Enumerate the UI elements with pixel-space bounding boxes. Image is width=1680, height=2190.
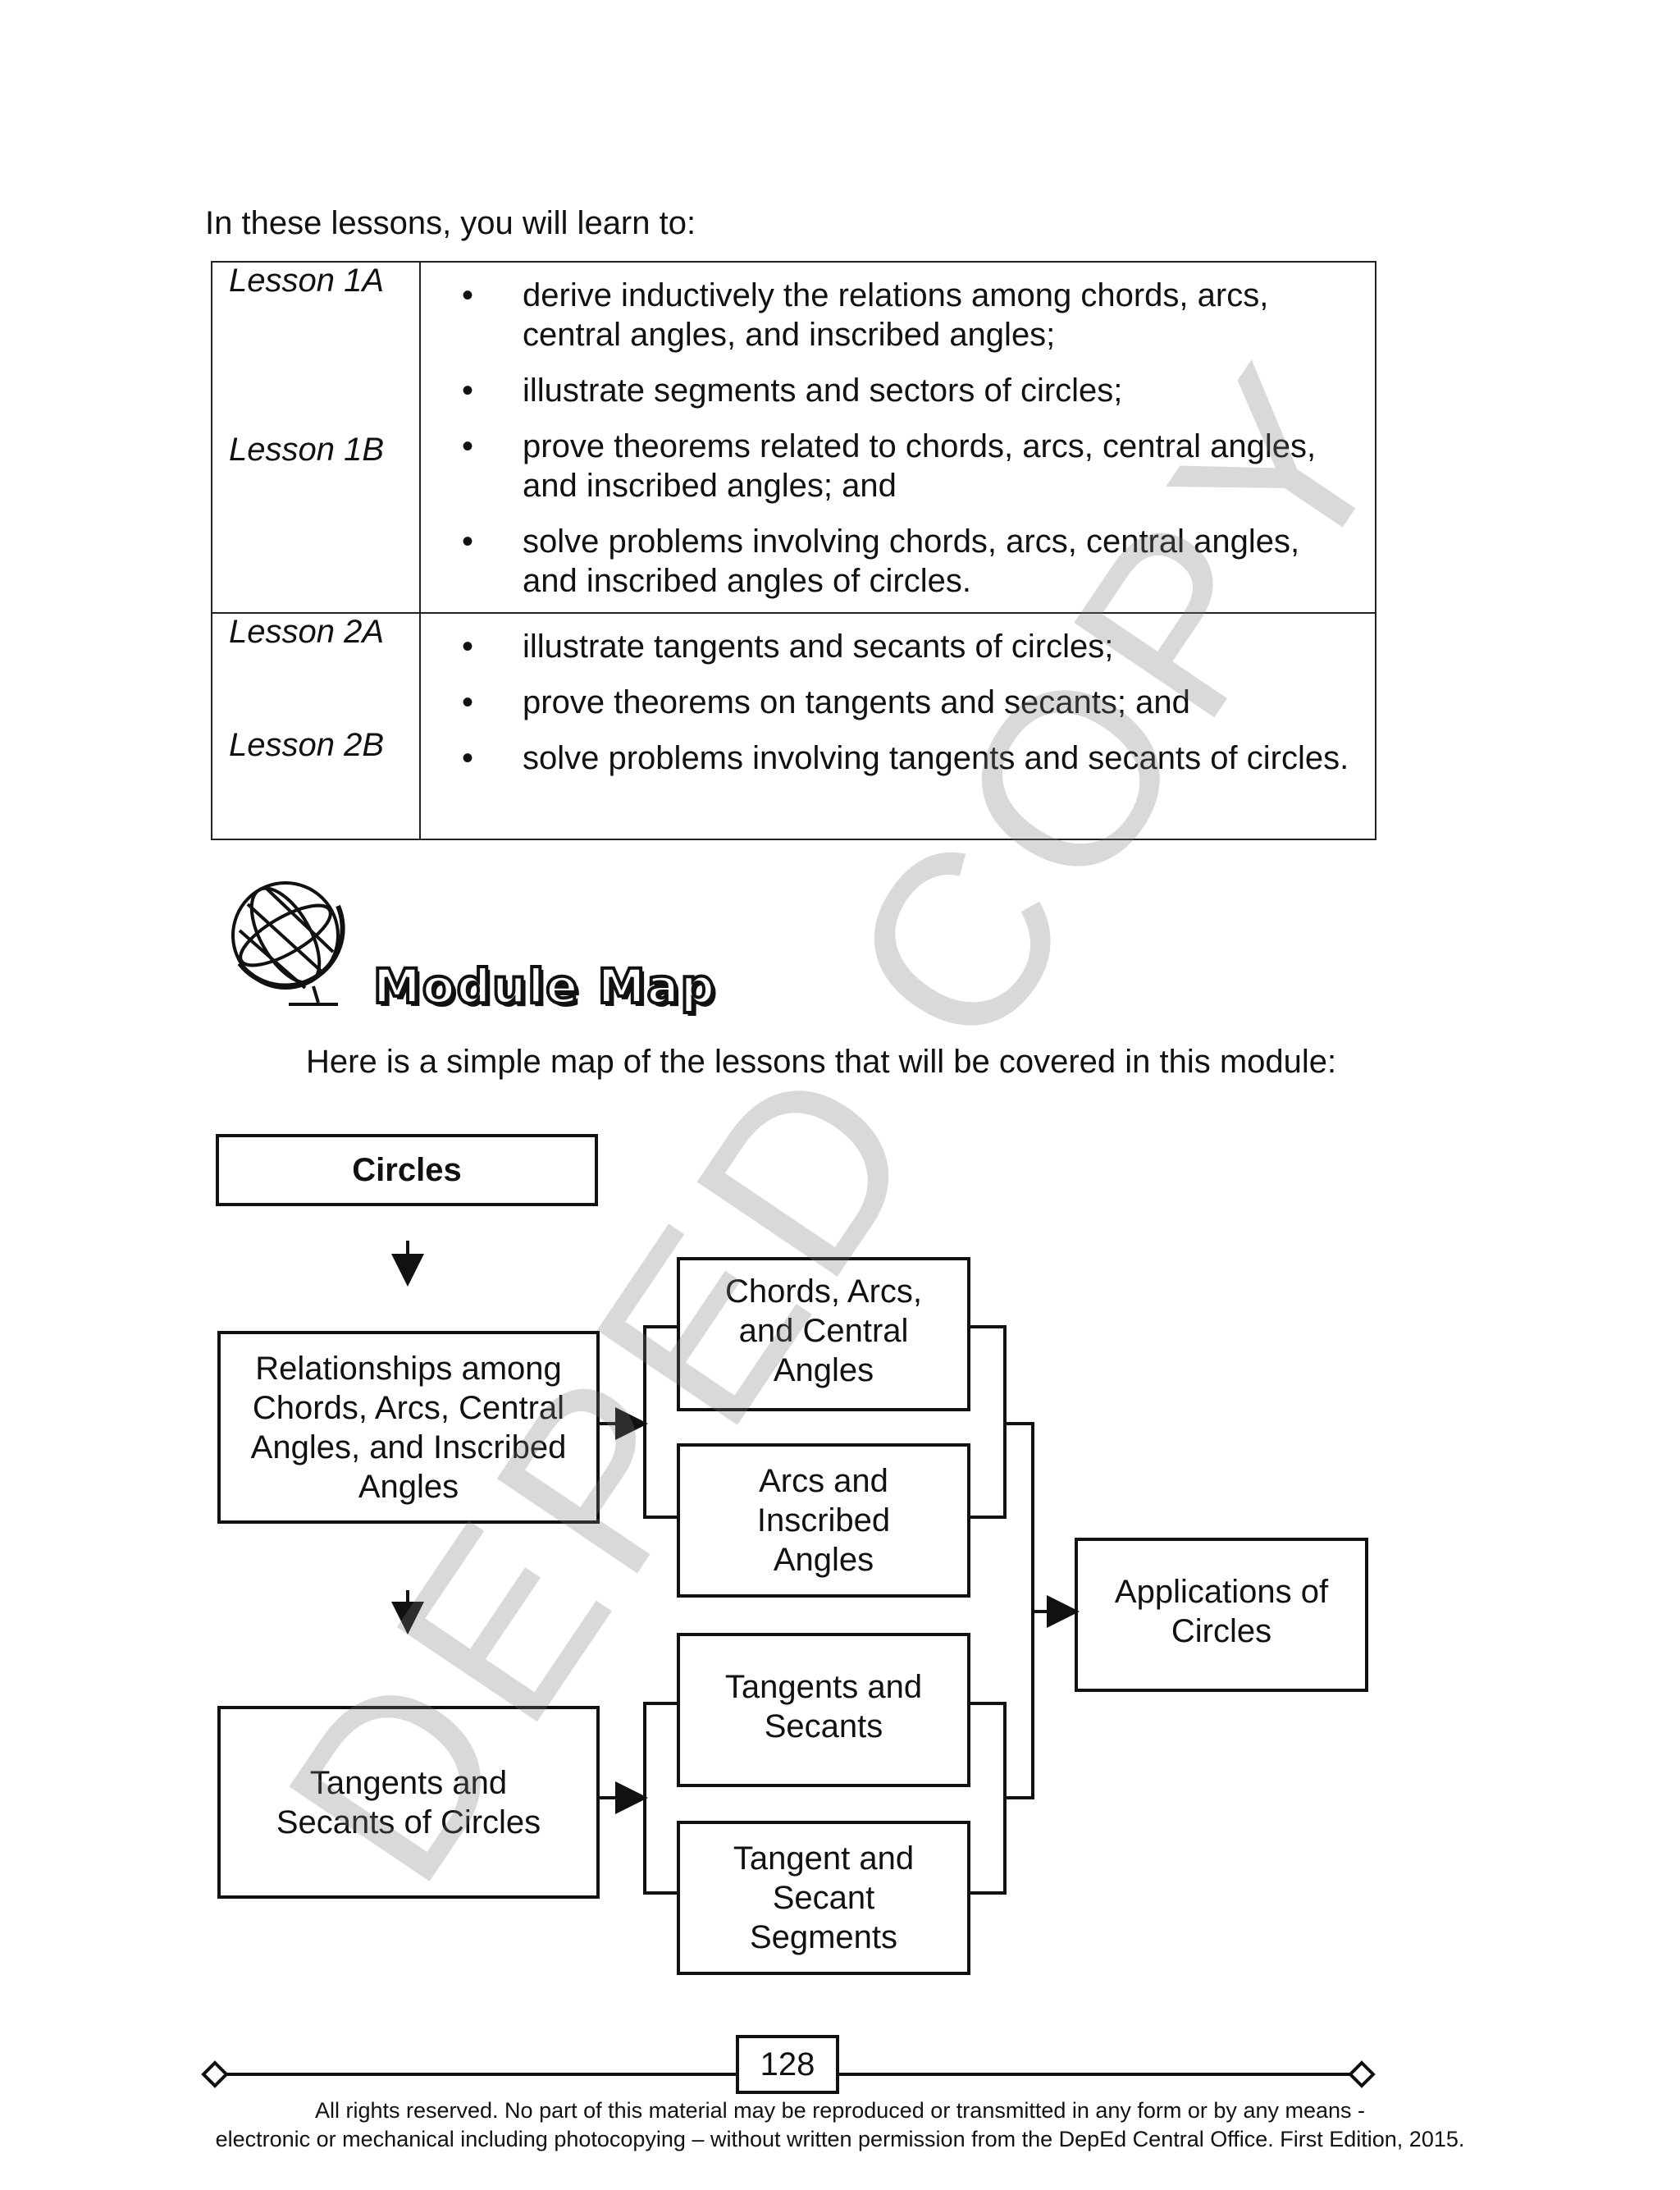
bullet-icon: • [462,428,474,464]
lesson-cell: Lesson 1A Lesson 1B [211,261,421,614]
objective-text: illustrate tangents and secants of circl… [523,629,1114,665]
bullet-icon: • [462,277,474,313]
node-tangents-secants: Tangents and Secants [677,1633,970,1787]
objectives-list: • illustrate tangents and secants of circ… [462,627,1350,778]
footer-line-1: All rights reserved. No part of this mat… [314,2098,1366,2123]
bullet-icon: • [462,684,474,720]
lesson-cell: Lesson 2A Lesson 2B [211,612,421,840]
node-tangents-secants-circles: Tangents and Secants of Circles [217,1706,600,1899]
objective-item: • solve problems involving chords, arcs, … [462,522,1350,601]
bullet-icon: • [462,373,474,409]
objective-item: • derive inductively the relations among … [462,276,1350,354]
bullet-icon: • [462,523,474,560]
node-arcs-inscribed: Arcs and Inscribed Angles [677,1443,970,1598]
lesson-label-2b: Lesson 2B [229,727,385,763]
footer-line-2: electronic or mechanical including photo… [215,2127,1465,2151]
diamond-icon [201,2060,229,2088]
node-applications: Applications of Circles [1075,1538,1368,1692]
module-map-title: Module Map [372,957,717,1016]
objective-text: solve problems involving tangents and se… [523,740,1349,776]
objectives-row-lesson2: Lesson 2A Lesson 2B • illustrate tangents… [211,612,1376,840]
objective-text: prove theorems on tangents and secants; … [523,684,1190,720]
objective-text: prove theorems related to chords, arcs, … [523,428,1317,504]
lesson-label-2a: Lesson 2A [229,614,385,650]
objective-item: • prove theorems on tangents and secants;… [462,683,1350,722]
objective-text: illustrate segments and sectors of circl… [523,373,1123,409]
objective-item: • illustrate tangents and secants of circ… [462,627,1350,666]
objectives-row-lesson1: Lesson 1A Lesson 1B • derive inductively … [211,261,1376,614]
bullet-icon: • [462,740,474,776]
diamond-icon [1348,2060,1376,2088]
lesson-label-1a: Lesson 1A [229,263,385,299]
objective-item: • illustrate segments and sectors of circ… [462,371,1350,410]
bullet-icon: • [462,629,474,665]
objective-text: solve problems involving chords, arcs, c… [523,523,1300,599]
objectives-list: • derive inductively the relations among … [462,276,1350,601]
module-map-intro: Here is a simple map of the lessons that… [306,1044,1337,1080]
node-tangent-secant-segments: Tangent and Secant Segments [677,1821,970,1975]
node-circles: Circles [216,1134,598,1206]
node-chords-arcs-central: Chords, Arcs, and Central Angles [677,1257,970,1411]
objective-item: • prove theorems related to chords, arcs,… [462,427,1350,505]
footer-rule [201,2060,1376,2088]
objective-text: derive inductively the relations among c… [523,277,1269,353]
node-relationships: Relationships among Chords, Arcs, Centra… [217,1331,600,1524]
objectives-cell: • illustrate tangents and secants of circ… [419,612,1376,840]
intro-text: In these lessons, you will learn to: [205,205,696,241]
globe-icon [231,881,345,1006]
objective-item: • solve problems involving tangents and s… [462,738,1350,778]
lesson-label-1b: Lesson 1B [229,432,385,468]
page-number: 128 [736,2035,839,2094]
objectives-table: Lesson 1A Lesson 1B • derive inductively … [211,261,1376,840]
objectives-cell: • derive inductively the relations among … [419,261,1376,614]
